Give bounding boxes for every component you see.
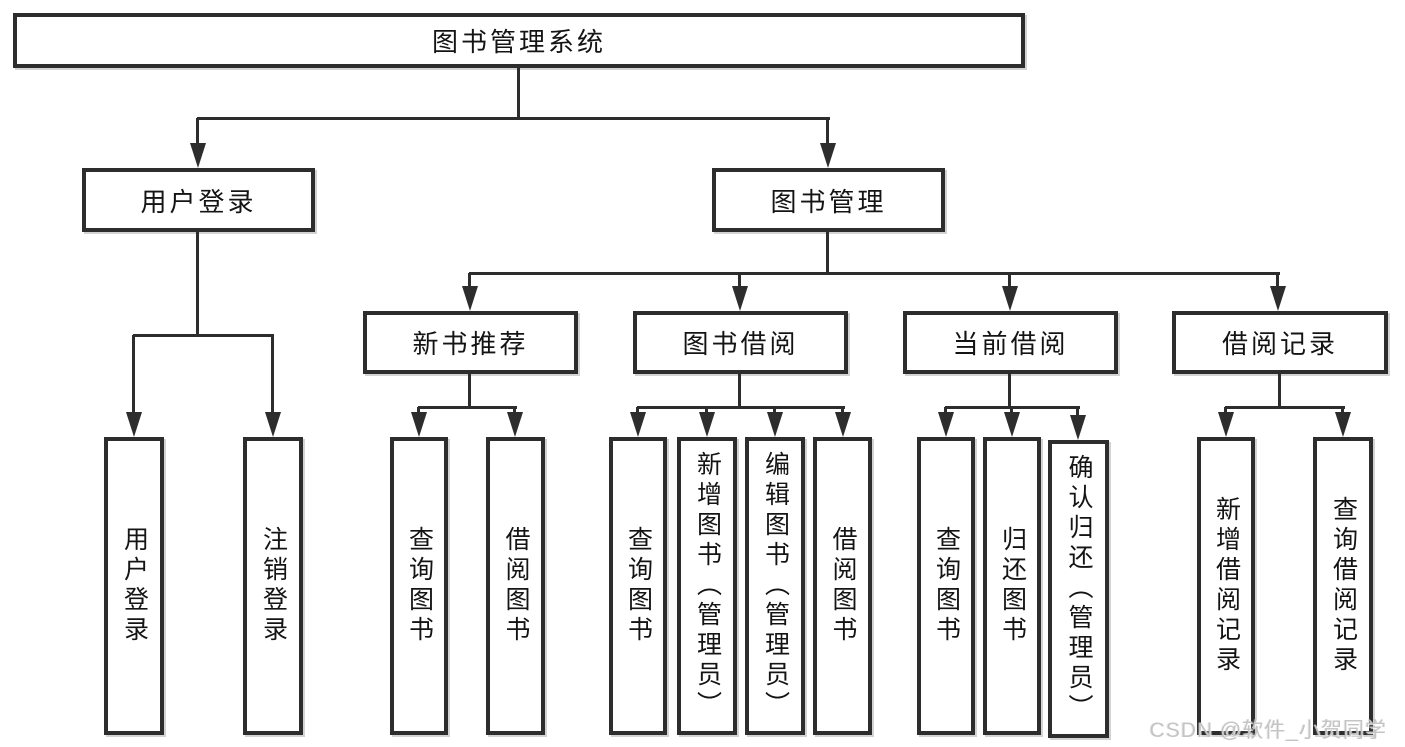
node-book-management: 图书管理 bbox=[712, 168, 945, 232]
leaf-label: 查询借阅记录 bbox=[1329, 496, 1358, 676]
leaf-label: 新增借阅记录 bbox=[1212, 496, 1241, 676]
connector-borrowing-stem bbox=[738, 374, 741, 408]
node-label: 新书推荐 bbox=[412, 329, 529, 359]
leaf-label: 查询图书 bbox=[932, 526, 961, 646]
node-label: 图书管理 bbox=[770, 186, 887, 217]
node-label: 借阅记录 bbox=[1221, 329, 1338, 359]
leaf-label: 查询图书 bbox=[405, 526, 434, 646]
arrowhead-icon bbox=[835, 412, 851, 437]
node-current-borrowing: 当前借阅 bbox=[903, 311, 1118, 374]
leaf-return-books: 归还图书 bbox=[983, 437, 1041, 735]
connector-drop bbox=[468, 273, 471, 290]
leaf-label: 确认归还（管理员） bbox=[1065, 454, 1093, 724]
leaf-query-borrow-record: 查询借阅记录 bbox=[1313, 437, 1373, 735]
leaf-label: 借阅图书 bbox=[502, 526, 530, 646]
connector-drop bbox=[1008, 273, 1011, 290]
connector-drop bbox=[196, 118, 199, 148]
arrowhead-icon bbox=[190, 143, 206, 168]
csdn-watermark: CSDN @软件_小贺同学 bbox=[1149, 719, 1387, 742]
connector-drop bbox=[738, 273, 741, 290]
connector-drop bbox=[1276, 273, 1279, 290]
connector-drop bbox=[132, 335, 135, 415]
leaf-label: 注销登录 bbox=[259, 526, 288, 646]
connector-records-rail bbox=[1225, 406, 1345, 409]
arrowhead-icon bbox=[1004, 412, 1020, 437]
leaf-borrow-books-recommend: 借阅图书 bbox=[486, 437, 545, 735]
arrowhead-icon bbox=[820, 143, 836, 168]
leaf-user-login: 用户登录 bbox=[104, 437, 164, 735]
leaf-confirm-return-admin: 确认归还（管理员） bbox=[1048, 440, 1109, 738]
node-user-login: 用户登录 bbox=[82, 168, 315, 232]
arrowhead-icon bbox=[699, 412, 715, 437]
arrowhead-icon bbox=[1335, 412, 1351, 437]
arrowhead-icon bbox=[126, 412, 142, 437]
connector-records-stem bbox=[1278, 374, 1281, 408]
connector-root-rail bbox=[197, 117, 830, 120]
node-label: 图书管理系统 bbox=[431, 27, 606, 57]
arrowhead-icon bbox=[507, 412, 523, 437]
node-label: 图书借阅 bbox=[682, 329, 799, 359]
arrowhead-icon bbox=[1218, 412, 1234, 437]
arrowhead-icon bbox=[938, 412, 954, 437]
node-borrow-records: 借阅记录 bbox=[1172, 311, 1388, 374]
leaf-logout: 注销登录 bbox=[243, 437, 303, 735]
leaf-query-books-recommend: 查询图书 bbox=[390, 437, 448, 735]
leaf-edit-books-admin: 编辑图书（管理员） bbox=[745, 437, 805, 735]
arrowhead-icon bbox=[265, 412, 281, 437]
node-book-borrowing: 图书借阅 bbox=[633, 311, 848, 374]
leaf-query-books-borrowing: 查询图书 bbox=[609, 437, 667, 735]
node-new-book-recommendation: 新书推荐 bbox=[363, 311, 578, 374]
node-label: 当前借阅 bbox=[952, 329, 1069, 359]
arrowhead-icon bbox=[1270, 286, 1286, 311]
connector-user-login-rail bbox=[133, 334, 274, 337]
leaf-label: 用户登录 bbox=[120, 526, 149, 646]
leaf-label: 借阅图书 bbox=[829, 526, 857, 646]
leaf-label: 新增图书（管理员） bbox=[693, 451, 722, 721]
connector-user-login-stem bbox=[196, 232, 199, 337]
connector-book-management-stem bbox=[826, 232, 829, 275]
arrowhead-icon bbox=[767, 412, 783, 437]
arrowhead-icon bbox=[732, 286, 748, 311]
leaf-query-books-current: 查询图书 bbox=[917, 437, 975, 735]
node-library-management-system: 图书管理系统 bbox=[13, 13, 1025, 68]
connector-root-stem bbox=[517, 68, 520, 120]
arrowhead-icon bbox=[1002, 286, 1018, 311]
node-label: 用户登录 bbox=[140, 186, 257, 217]
connector-borrowing-rail bbox=[637, 406, 845, 409]
connector-book-management-rail bbox=[469, 272, 1280, 275]
leaf-borrow-books: 借阅图书 bbox=[813, 437, 872, 735]
leaf-label: 查询图书 bbox=[624, 526, 653, 646]
connector-recommend-stem bbox=[468, 374, 471, 408]
leaf-add-books-admin: 新增图书（管理员） bbox=[677, 437, 737, 735]
arrowhead-icon bbox=[630, 412, 646, 437]
connector-current-stem bbox=[1008, 374, 1011, 408]
arrowhead-icon bbox=[1070, 415, 1086, 440]
arrowhead-icon bbox=[411, 412, 427, 437]
leaf-label: 编辑图书（管理员） bbox=[761, 451, 790, 721]
connector-drop bbox=[271, 335, 274, 415]
leaf-label: 归还图书 bbox=[998, 526, 1027, 646]
leaf-add-borrow-record: 新增借阅记录 bbox=[1197, 437, 1255, 735]
connector-drop bbox=[1076, 407, 1079, 419]
arrowhead-icon bbox=[462, 286, 478, 311]
connector-recommend-rail bbox=[418, 406, 517, 409]
connector-drop bbox=[826, 118, 829, 148]
